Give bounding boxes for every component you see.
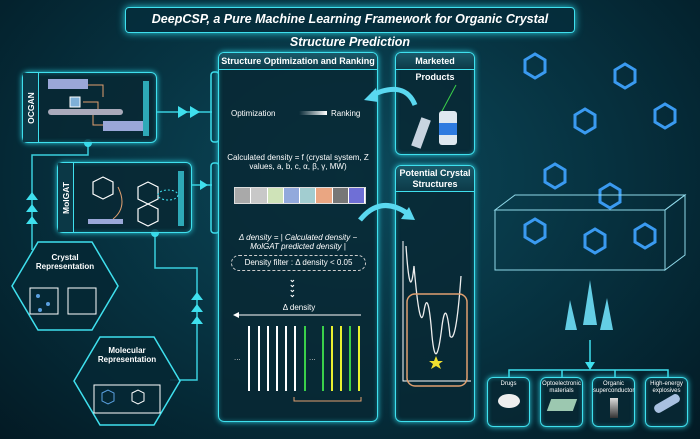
energy-landscape-plot — [402, 241, 471, 387]
missile-icon — [652, 392, 681, 415]
feature-cell — [316, 188, 333, 203]
application-superconductor: Organic superconductor — [592, 377, 635, 427]
arrow-icon — [299, 111, 327, 115]
chevrons-down-icon: ⌄⌄⌄⌄ — [289, 275, 296, 299]
molgat-card: MolGAT — [57, 162, 192, 233]
curved-arrow-icon — [364, 86, 418, 107]
marketed-products-panel: Marketed Products — [395, 52, 475, 155]
feature-cell — [283, 188, 300, 203]
panel-header: Marketed Products — [396, 53, 474, 82]
page-title: DeepCSP, a Pure Machine Learning Framewo… — [125, 7, 575, 49]
feature-cell — [348, 188, 365, 203]
curved-arrow-icon — [358, 203, 415, 222]
feature-cell — [300, 188, 317, 203]
density-formula: Calculated density = f (crystal system, … — [227, 153, 369, 171]
crystal-representation-label: Crystal Representation — [35, 253, 95, 271]
optimization-label: Optimization — [231, 109, 276, 118]
ranking-label: Ranking — [331, 109, 361, 118]
density-filter: Density filter : Δ density < 0.05 — [231, 255, 366, 271]
molecular-representation-label: Molecular Representation — [97, 346, 157, 364]
application-optoelectronic: Optoelectronic materials — [540, 377, 583, 427]
app-label: Drugs — [500, 381, 517, 387]
delta-density-axis-label: Δ density — [282, 303, 316, 312]
panel-header: Structure Optimization and Ranking — [219, 53, 377, 70]
panel-header: Potential Crystal Structures — [396, 166, 474, 192]
ocgan-label: OCGAN — [25, 91, 36, 124]
feature-cell — [235, 188, 252, 203]
ellipsis: ... — [234, 353, 241, 362]
feature-cell — [332, 188, 349, 203]
pill-icon — [497, 394, 520, 408]
crystal-representation-hexagon — [11, 241, 119, 331]
app-label: Organic superconductor — [593, 381, 635, 394]
molecular-representation-hexagon — [73, 336, 181, 426]
ocgan-architecture-icon — [48, 79, 149, 136]
density-ranking-bars — [233, 312, 362, 402]
film-icon — [546, 399, 577, 411]
delta-density-formula: Δ density = | Calculated density − MolGA… — [238, 233, 358, 251]
structure-optimization-panel: Structure Optimization and Ranking Optim… — [218, 52, 378, 422]
feature-cell — [251, 188, 268, 203]
superconductor-icon — [609, 398, 618, 418]
crystal-molecules-illustration — [493, 52, 687, 370]
feature-vector — [234, 187, 366, 204]
application-connector — [508, 369, 669, 378]
ocgan-card: OCGAN — [22, 72, 157, 143]
app-label: High-energy explosives — [650, 381, 683, 394]
app-label: Optoelectronic materials — [542, 381, 581, 394]
feature-cell — [267, 188, 284, 203]
potential-structures-panel: Potential Crystal Structures — [395, 165, 475, 422]
vaccine-vial-icon — [411, 84, 457, 149]
application-explosives: High-energy explosives — [645, 377, 688, 427]
molecule-graph-icon — [88, 171, 184, 227]
application-drugs: Drugs — [487, 377, 530, 427]
ellipsis: ... — [309, 353, 316, 362]
molgat-label: MolGAT — [60, 181, 71, 214]
